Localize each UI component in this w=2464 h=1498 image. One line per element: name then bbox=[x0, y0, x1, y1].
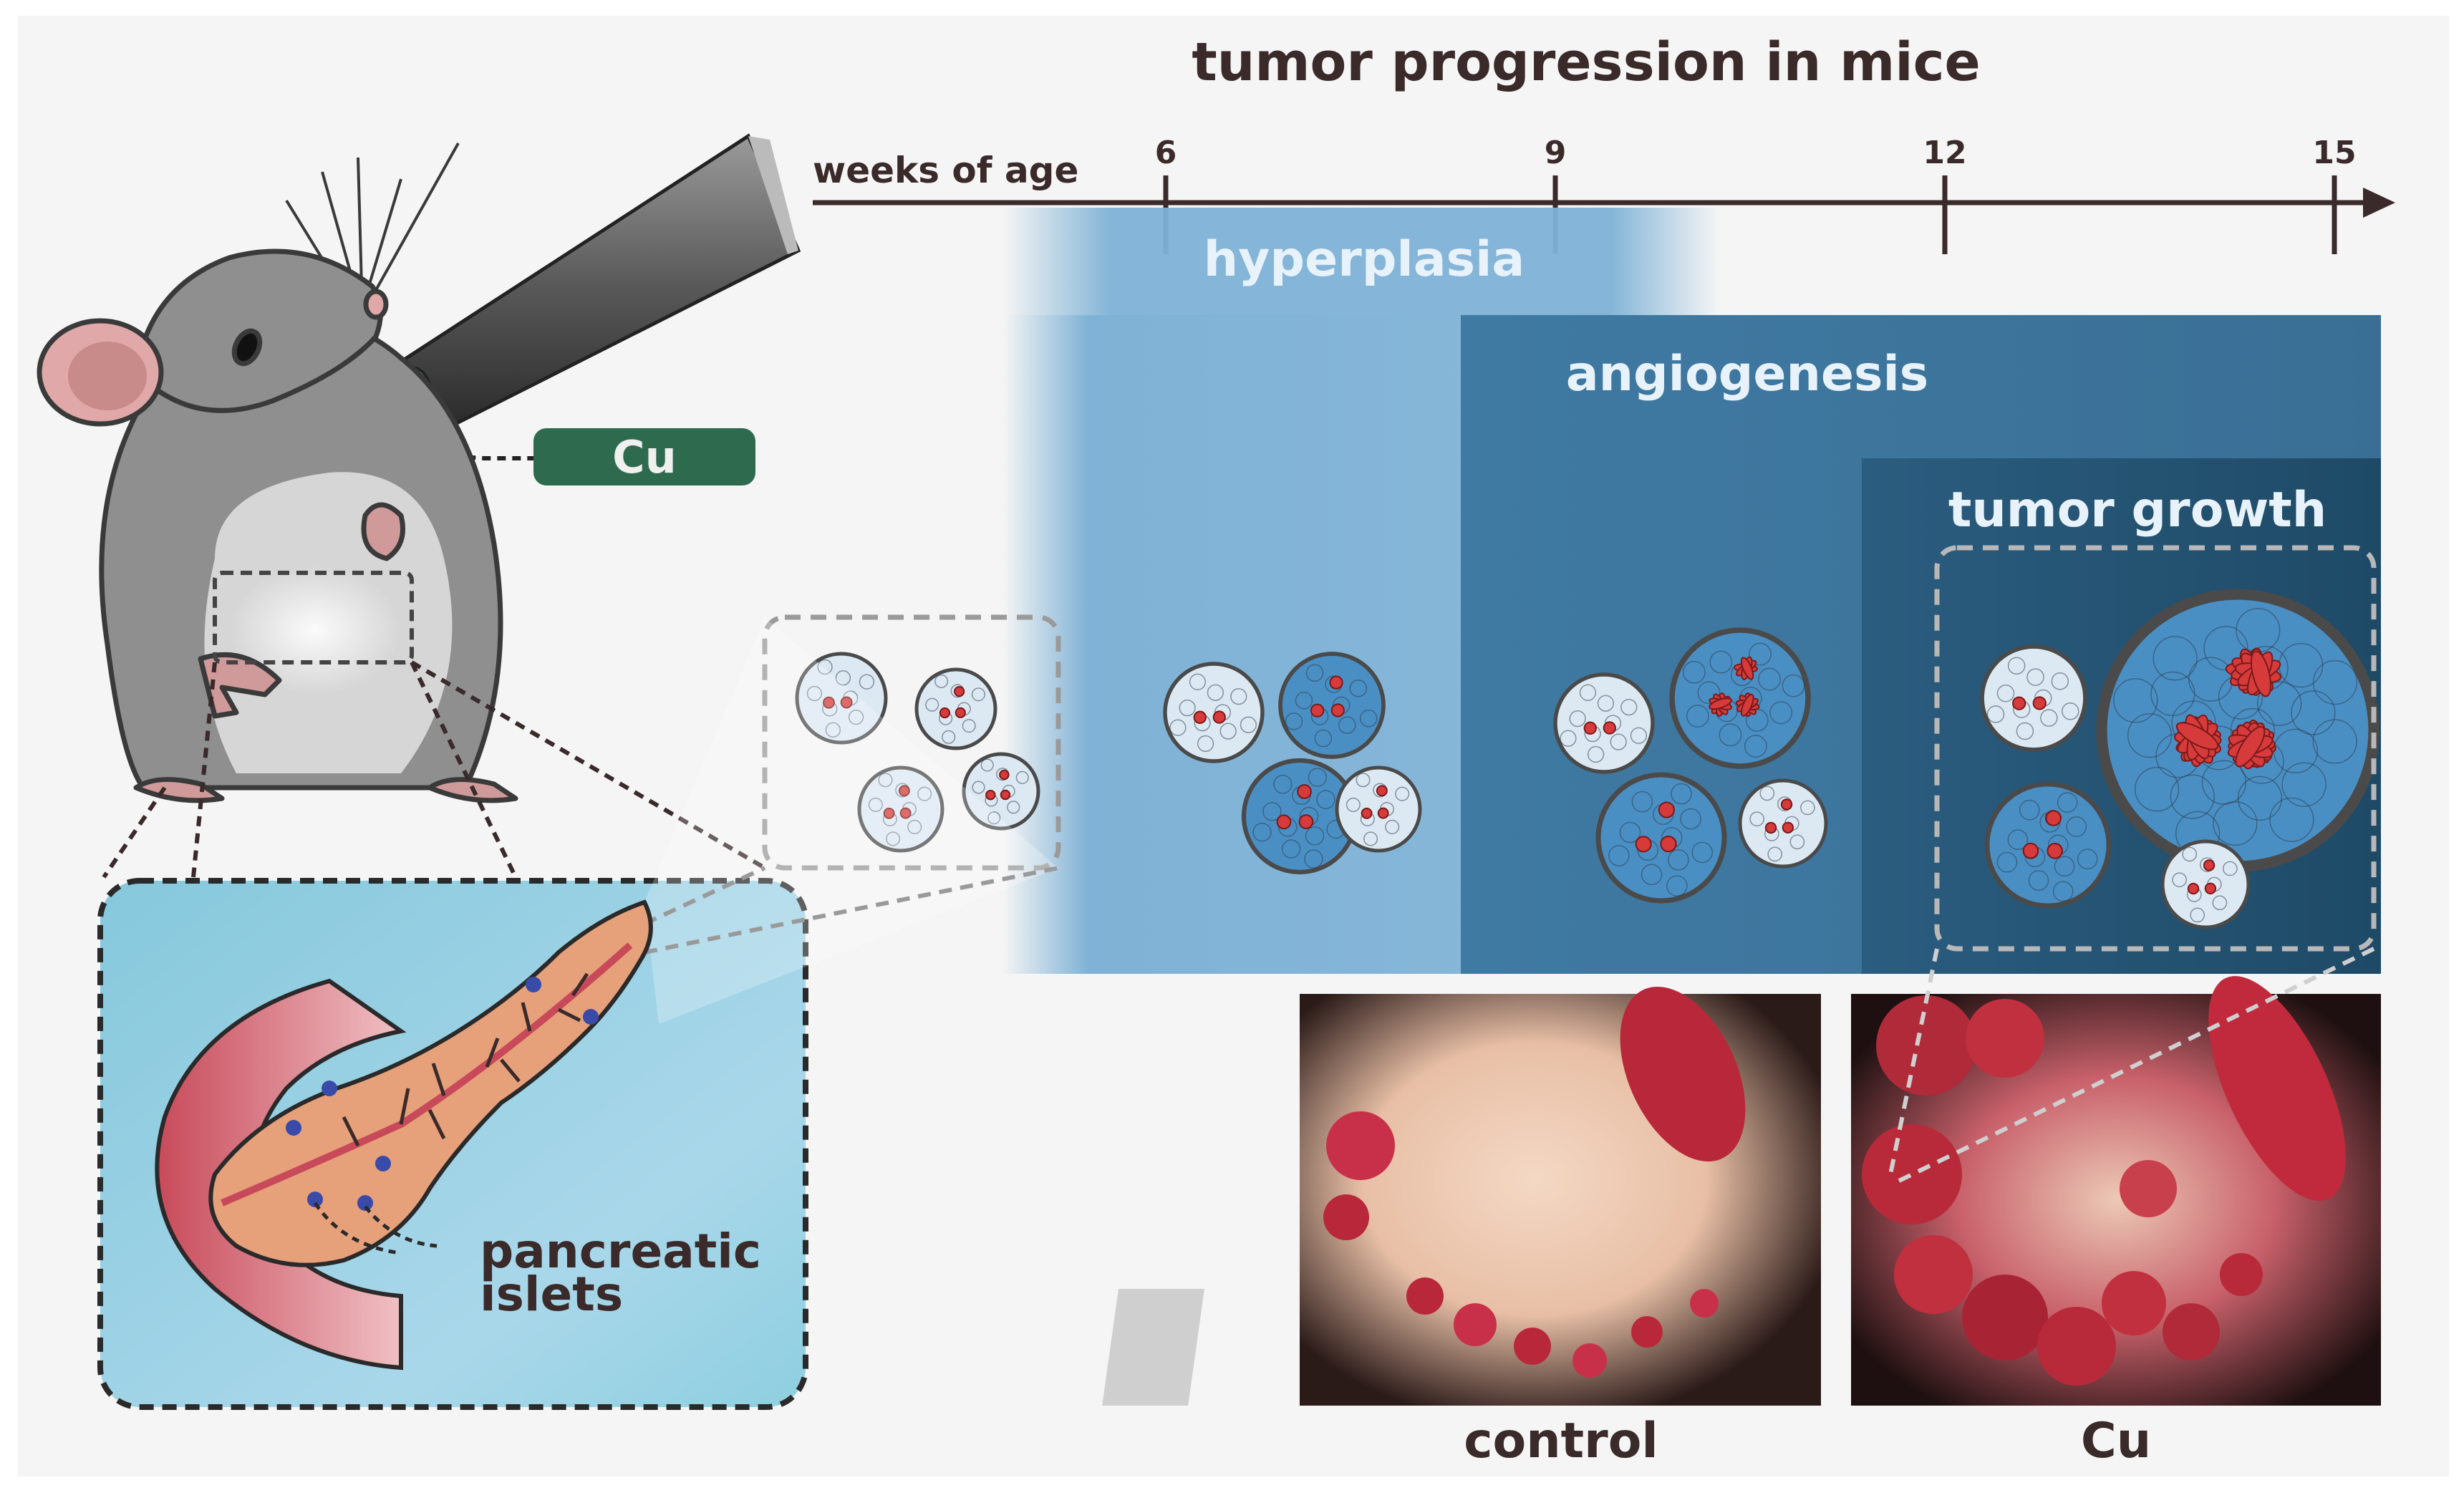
islet-cluster-icon bbox=[1738, 778, 1828, 869]
zoom-connector-right bbox=[1896, 947, 2375, 1184]
svg-text:9: 9 bbox=[1545, 135, 1567, 171]
zoom-light-cone bbox=[644, 617, 1058, 1024]
islet-zoom-connector-bottom bbox=[644, 866, 1059, 955]
pancreatic-islets-label-line1: pancreatic bbox=[480, 1224, 761, 1279]
inset-connector-left bbox=[191, 662, 217, 878]
inset-connector-right bbox=[410, 661, 518, 879]
islet-cluster-icon bbox=[914, 667, 997, 750]
hyperplasia-band-top bbox=[1002, 208, 1719, 315]
pancreatic-duct bbox=[221, 942, 633, 1207]
islet-dots bbox=[286, 977, 599, 1211]
cu-photo bbox=[1851, 976, 2381, 1406]
mouse-icon bbox=[37, 142, 518, 803]
zoom-connector-left bbox=[1888, 948, 1939, 1175]
islet-cluster-icon bbox=[1163, 662, 1265, 763]
control-photo bbox=[1102, 986, 1821, 1406]
islet-zoom-connector-top bbox=[643, 866, 766, 926]
timeline-axis-label: weeks of age bbox=[813, 150, 1078, 191]
duodenum-icon bbox=[155, 978, 407, 1371]
cu-tag: Cu bbox=[406, 414, 755, 485]
islet-cluster-icon bbox=[1984, 781, 2112, 909]
stage-label-angiogenesis: angiogenesis bbox=[1566, 346, 1929, 402]
inset-connector-far-left bbox=[102, 786, 167, 879]
control-caption: control bbox=[1464, 1413, 1658, 1469]
pancreas-inset: pancreatic islets bbox=[97, 617, 1059, 1410]
svg-text:6: 6 bbox=[1155, 135, 1177, 171]
pancreatic-islets-label-line2: islets bbox=[480, 1267, 623, 1322]
stage-label-tumor-growth: tumor growth bbox=[1948, 482, 2327, 538]
islet-cluster-icon bbox=[857, 765, 944, 853]
islet-cluster-icon bbox=[1669, 627, 1811, 769]
islet-cluster-icon bbox=[962, 752, 1040, 831]
tumor-growth-zoom-box bbox=[1934, 545, 2377, 952]
islet-cluster-icon bbox=[1553, 672, 1655, 774]
timeline-tick-15: 15 bbox=[2312, 135, 2357, 254]
stage-label-hyperplasia: hyperplasia bbox=[1204, 231, 1525, 288]
islet-clusters bbox=[795, 589, 2380, 929]
cu-caption: Cu bbox=[2081, 1413, 2151, 1469]
islet-cluster-icon bbox=[2160, 839, 2251, 929]
islet-cluster-icon bbox=[2096, 589, 2380, 872]
islet-cluster-icon bbox=[1595, 772, 1727, 904]
svg-text:12: 12 bbox=[1923, 135, 1966, 171]
normal-islets-zoom-box bbox=[762, 614, 1061, 871]
cu-tag-label: Cu bbox=[612, 431, 677, 483]
pancreas-icon bbox=[208, 899, 653, 1267]
islet-cluster-icon bbox=[1335, 765, 1422, 853]
figure-title: tumor progression in mice bbox=[1192, 32, 1980, 93]
islet-cluster-icon bbox=[795, 652, 888, 745]
mouse-pancreas-region bbox=[213, 571, 414, 665]
svg-text:15: 15 bbox=[2312, 135, 2356, 171]
islet-cluster-icon bbox=[1278, 652, 1386, 759]
timeline-tick-12: 12 bbox=[1923, 135, 1967, 254]
islet-cluster-icon bbox=[1980, 644, 2087, 752]
